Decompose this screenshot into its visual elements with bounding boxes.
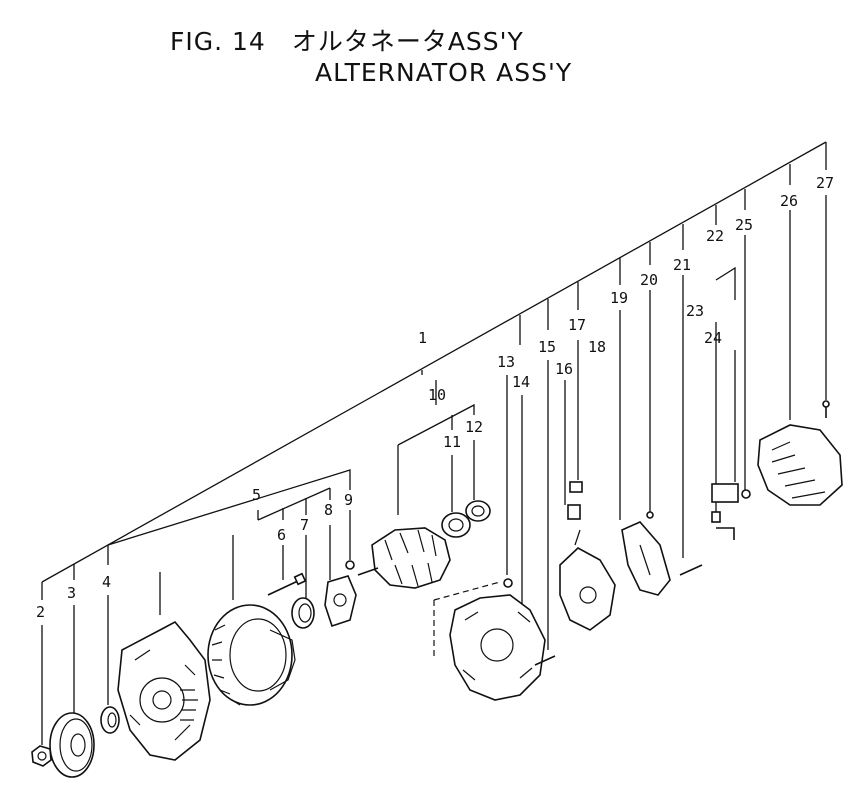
callout-18: 18 — [588, 338, 606, 356]
part-8-plate — [324, 575, 357, 628]
part-brush-holder — [711, 483, 751, 540]
callout-14: 14 — [512, 373, 530, 391]
callout-23: 23 — [686, 302, 704, 320]
part-rear-housing — [449, 594, 546, 701]
part-16-17-terminal — [567, 481, 583, 520]
figure-subtitle: ALTERNATOR ASS'Y — [315, 58, 573, 87]
callout-6: 6 — [277, 526, 286, 544]
part-9-screw — [345, 560, 355, 570]
part-4-collar — [100, 706, 120, 734]
callout-4: 4 — [102, 573, 111, 591]
callout-11: 11 — [443, 433, 461, 451]
callout-5: 5 — [252, 486, 261, 504]
part-front-housing — [117, 620, 211, 761]
part-rotor — [357, 527, 451, 589]
callout-26: 26 — [780, 192, 798, 210]
leader-lines — [41, 142, 827, 745]
part-19-rectifier — [621, 511, 671, 596]
part-3-pulley — [49, 712, 95, 778]
main-leader-line — [41, 141, 827, 583]
part-6-bolt — [267, 572, 307, 596]
callout-24: 24 — [704, 329, 722, 347]
part-7-bearing — [291, 597, 315, 629]
figure-title: FIG. 14 オルタネータASS'Y — [170, 27, 524, 56]
part-15-bolt — [534, 655, 556, 666]
callout-15: 15 — [538, 338, 556, 356]
callout-22: 22 — [706, 227, 724, 245]
callout-1: 1 — [418, 329, 427, 347]
callout-20: 20 — [640, 271, 658, 289]
part-27-screw — [822, 400, 830, 418]
callout-10: 10 — [428, 386, 446, 404]
part-12-ring — [465, 500, 491, 522]
callout-16: 16 — [555, 360, 573, 378]
callout-21: 21 — [673, 256, 691, 274]
part-21-bolt — [679, 564, 703, 576]
callout-27: 27 — [816, 174, 834, 192]
callout-19: 19 — [610, 289, 628, 307]
callout-13: 13 — [497, 353, 515, 371]
callout-25: 25 — [735, 216, 753, 234]
part-26-rear-cover — [757, 424, 843, 506]
part-stator — [207, 604, 296, 706]
callout-12: 12 — [465, 418, 483, 436]
part-regulator-18 — [559, 529, 616, 631]
callout-labels: 1 2 3 4 5 6 7 8 9 10 11 12 13 14 15 16 1… — [36, 174, 834, 621]
part-11-bearing — [441, 512, 471, 538]
callout-17: 17 — [568, 316, 586, 334]
callout-9: 9 — [344, 491, 353, 509]
callout-2: 2 — [36, 603, 45, 621]
callout-7: 7 — [300, 516, 309, 534]
part-2-nut — [31, 745, 52, 767]
callout-8: 8 — [324, 501, 333, 519]
part-13-screw — [503, 578, 513, 588]
callout-3: 3 — [67, 584, 76, 602]
